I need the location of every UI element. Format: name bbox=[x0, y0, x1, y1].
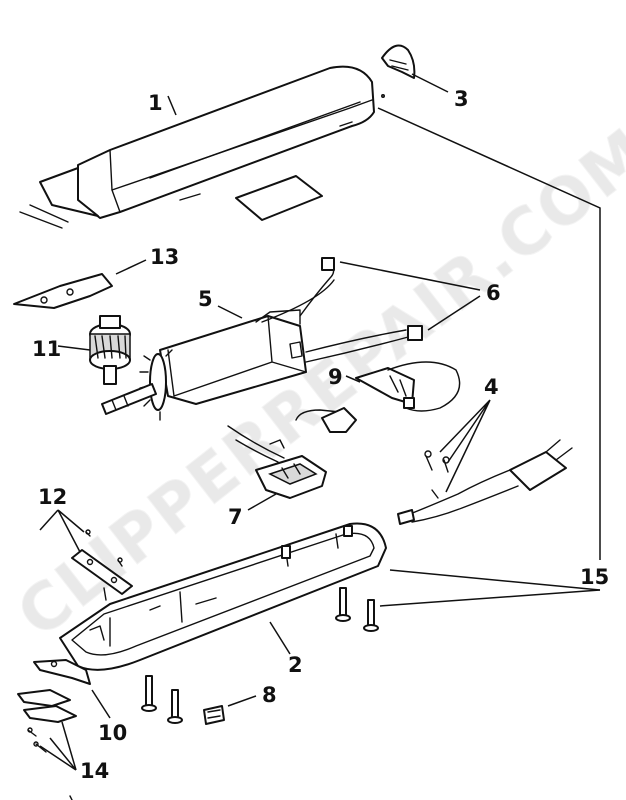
label-13: 13 bbox=[150, 245, 179, 269]
label-9: 9 bbox=[328, 365, 343, 389]
label-10: 10 bbox=[98, 721, 127, 745]
motor-5: 5 bbox=[101, 287, 307, 421]
label-7: 7 bbox=[228, 505, 243, 529]
gear-11: 11 bbox=[32, 315, 131, 385]
bottom-housing: 2 bbox=[59, 522, 387, 677]
label-4: 4 bbox=[484, 375, 499, 399]
switch-9: 9 bbox=[328, 361, 461, 412]
lever-13: 13 bbox=[13, 245, 179, 309]
end-cap: 3 bbox=[381, 44, 469, 111]
top-housing: 1 bbox=[19, 65, 385, 229]
screws-15: 15 bbox=[141, 107, 609, 724]
label-5: 5 bbox=[198, 287, 213, 311]
lever-10: 10 bbox=[33, 659, 127, 745]
label-3: 3 bbox=[454, 87, 469, 111]
power-cord-4: 4 bbox=[397, 375, 573, 525]
label-11: 11 bbox=[32, 337, 61, 361]
label-12: 12 bbox=[38, 485, 67, 509]
wires-6: 6 bbox=[261, 257, 501, 363]
label-6: 6 bbox=[486, 281, 501, 305]
clip-8: 8 bbox=[203, 683, 277, 725]
switch-assembly-7: 7 bbox=[227, 407, 357, 529]
label-14: 14 bbox=[80, 759, 109, 783]
label-8: 8 bbox=[262, 683, 277, 707]
label-1: 1 bbox=[148, 91, 163, 115]
label-2: 2 bbox=[288, 653, 303, 677]
bracket-12: 12 bbox=[38, 485, 133, 601]
pins-14: 14 bbox=[17, 689, 109, 783]
label-15: 15 bbox=[580, 565, 609, 589]
